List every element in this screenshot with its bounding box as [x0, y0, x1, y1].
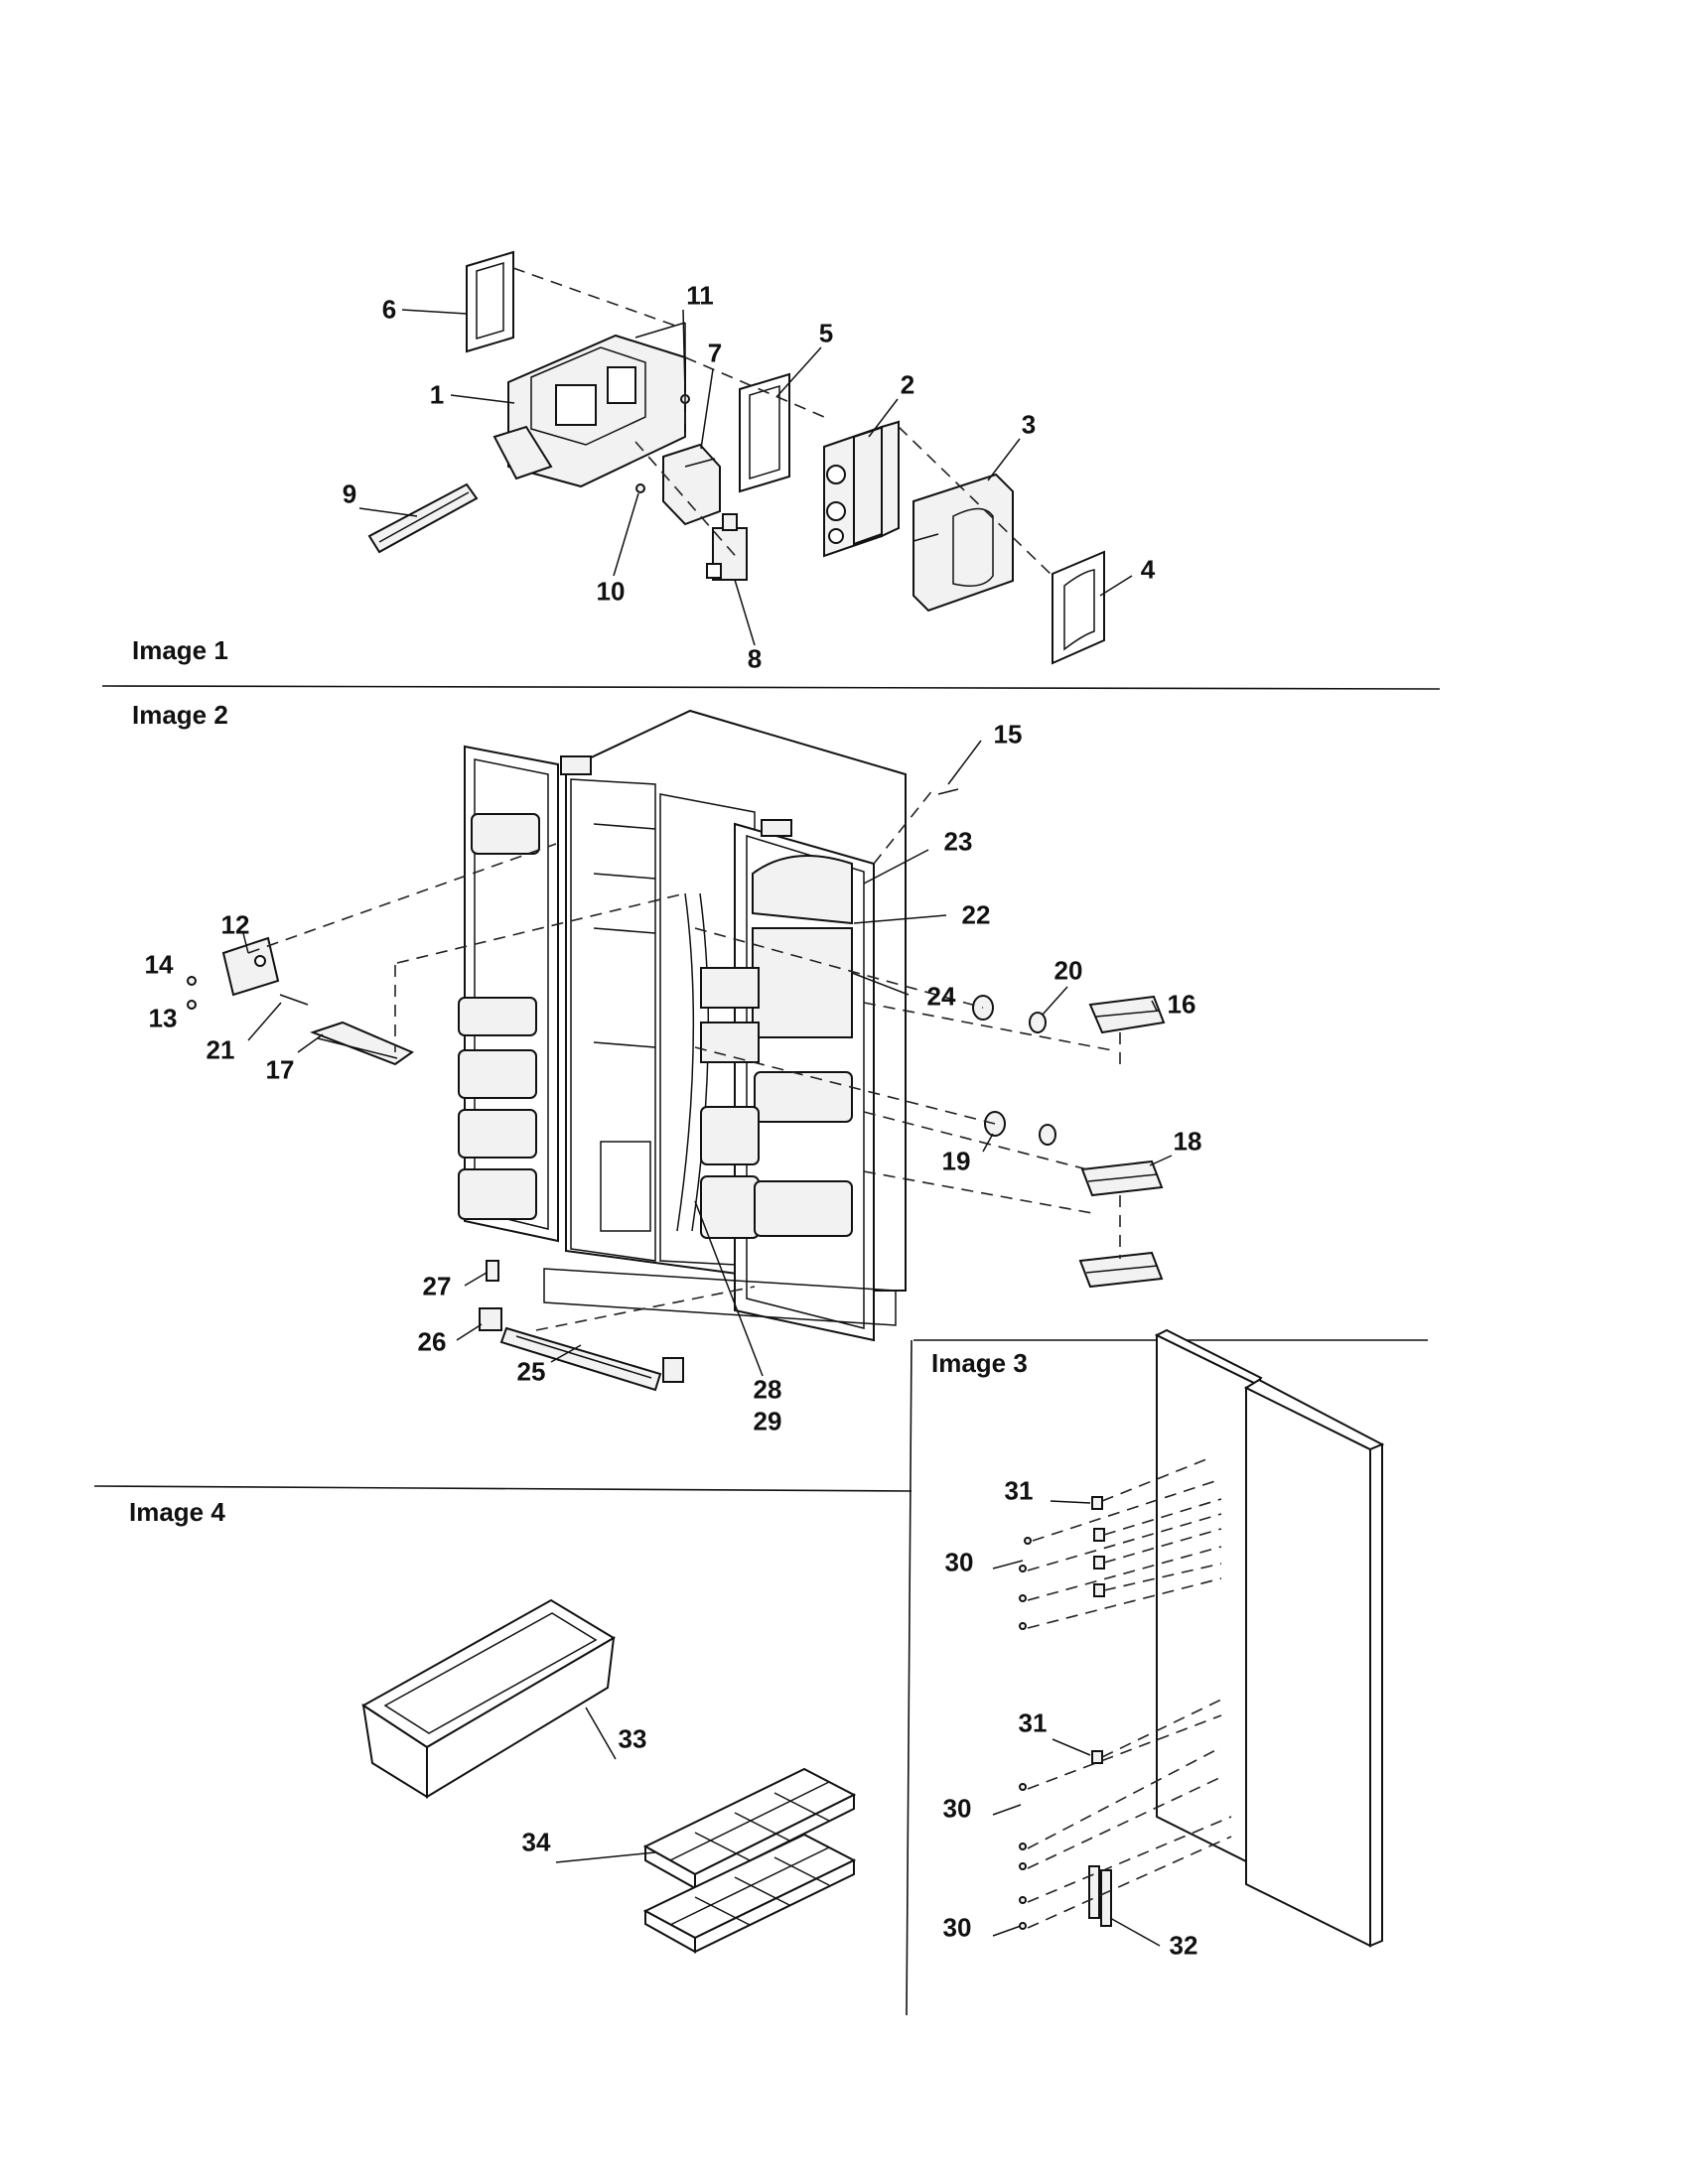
callout-34: 34 — [521, 1827, 551, 1857]
part-26-clip — [479, 1307, 502, 1331]
callout-3: 3 — [1021, 409, 1037, 440]
callout-6: 6 — [381, 294, 397, 325]
callout-30-middle: 30 — [942, 1793, 972, 1824]
image4-title: Image 4 — [129, 1497, 225, 1527]
part-9-rod — [367, 482, 479, 554]
callout-28: 28 — [753, 1374, 782, 1405]
callout-12: 12 — [220, 909, 250, 940]
part-15-screw — [937, 788, 959, 795]
part-6-gasket — [466, 250, 514, 353]
callout-26: 26 — [417, 1326, 447, 1357]
image1-title: Image 1 — [132, 635, 228, 665]
callout-32: 32 — [1169, 1930, 1198, 1961]
part-13-screw — [187, 1000, 197, 1010]
part-8-solenoid — [706, 513, 748, 581]
part-12-hinge — [221, 936, 280, 997]
callout-2: 2 — [900, 369, 915, 400]
part-10-screw — [635, 483, 645, 493]
part-14-screw — [187, 976, 197, 986]
freezer-door — [458, 745, 559, 1243]
part-17-cover — [310, 1021, 415, 1066]
callout-23: 23 — [943, 826, 973, 857]
callout-25: 25 — [516, 1356, 546, 1387]
part-27-clip — [486, 1260, 499, 1282]
callout-29: 29 — [753, 1406, 782, 1436]
image2-title: Image 2 — [132, 700, 228, 730]
part-1-housing — [492, 322, 686, 488]
part-3-cover — [912, 473, 1014, 613]
part-16-shelf — [1088, 995, 1166, 1034]
part-21-pin — [279, 994, 309, 1006]
image1-parts — [358, 250, 1133, 665]
callout-33: 33 — [618, 1723, 647, 1754]
panel-dividers — [93, 685, 1441, 2016]
callout-30-upper: 30 — [944, 1547, 974, 1577]
callout-22: 22 — [961, 899, 991, 930]
part-32-stop — [1088, 1865, 1112, 1927]
callout-1: 1 — [429, 379, 445, 410]
part-30-screws — [1019, 1537, 1032, 1930]
part-31-hinge-blocks — [1091, 1496, 1105, 1764]
image3-parts — [992, 1328, 1385, 1948]
part-5-gasket — [739, 372, 790, 493]
part-7-switch — [662, 443, 721, 526]
callout-21: 21 — [206, 1034, 235, 1065]
image4-parts — [361, 1598, 857, 1954]
image3-title: Image 3 — [931, 1348, 1028, 1378]
door-panel-fresh-food — [1243, 1378, 1385, 1948]
callout-5: 5 — [818, 318, 834, 348]
part-34-ice-trays — [642, 1767, 857, 1954]
part-33-ice-bin — [361, 1598, 616, 1799]
callout-9: 9 — [342, 478, 357, 509]
callout-13: 13 — [148, 1003, 178, 1033]
callout-8: 8 — [747, 643, 763, 674]
part-20-cam — [972, 995, 1047, 1033]
callout-7: 7 — [707, 338, 723, 368]
callout-31-upper: 31 — [1004, 1475, 1034, 1506]
callout-14: 14 — [144, 949, 174, 980]
callout-30-lower: 30 — [942, 1912, 972, 1943]
callout-18: 18 — [1173, 1126, 1202, 1157]
callout-24: 24 — [926, 981, 956, 1012]
part-18-shelf — [1078, 1160, 1164, 1289]
callout-19: 19 — [941, 1146, 971, 1176]
part-19-cam — [984, 1111, 1056, 1146]
freezer-compartment — [570, 778, 656, 1262]
callout-16: 16 — [1167, 989, 1196, 1020]
fresh-food-door — [700, 822, 875, 1342]
callout-20: 20 — [1053, 955, 1083, 986]
callout-27: 27 — [422, 1271, 452, 1301]
callout-4: 4 — [1140, 554, 1156, 585]
image2-parts — [187, 709, 1173, 1392]
part-25-grille — [499, 1326, 662, 1392]
part-2-control — [823, 420, 900, 558]
callout-17: 17 — [265, 1054, 295, 1085]
part-4-bezel — [1052, 550, 1105, 665]
callout-10: 10 — [596, 576, 626, 607]
callout-15: 15 — [993, 719, 1023, 750]
callout-11: 11 — [686, 280, 714, 311]
callout-31-lower: 31 — [1018, 1707, 1048, 1738]
